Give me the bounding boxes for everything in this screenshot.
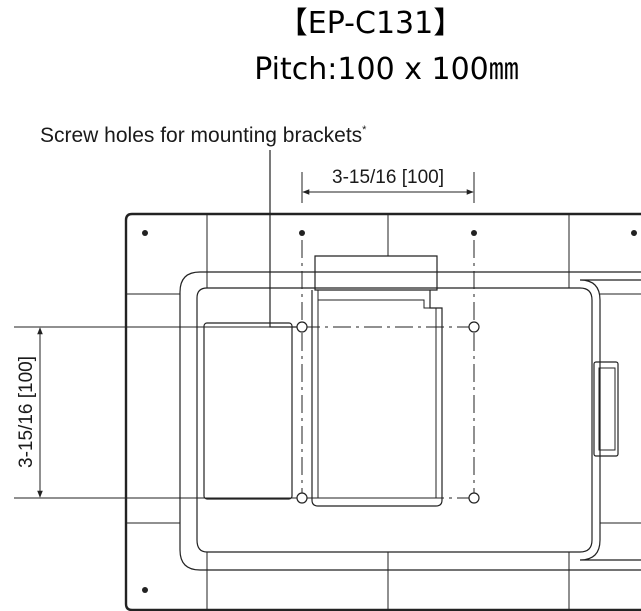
- center-stand-body: [311, 290, 443, 507]
- vertical-dimension: 3-15/16 [100]: [14, 326, 297, 499]
- rear-panel-outer-border: [179, 271, 641, 571]
- pitch-title: Pitch:100 x 100㎜: [254, 52, 519, 87]
- callout-label: Screw holes for mounting brackets*: [40, 124, 367, 147]
- frame-screws: [142, 230, 637, 593]
- right-side-connector: [593, 361, 619, 457]
- horizontal-dimension-label: 3-15/16 [100]: [332, 167, 444, 188]
- callout-marker: *: [362, 124, 367, 136]
- callout-leader-line: [269, 150, 299, 328]
- left-rear-block: [203, 322, 293, 500]
- panel-seams: [126, 214, 641, 610]
- model-title: 【EP-C131】: [277, 6, 464, 41]
- rear-panel-inner-border: [579, 279, 641, 561]
- horizontal-dimension: 3-15/16 [100]: [301, 167, 475, 203]
- center-stand-top: [314, 255, 438, 291]
- center-stand-inner: [317, 299, 437, 499]
- mounting-holes: [296, 321, 480, 504]
- vertical-dimension-label: 3-15/16 [100]: [16, 356, 37, 468]
- rear-panel-inner-left: [196, 287, 593, 553]
- right-side-connector-inner: [598, 367, 616, 451]
- callout-text: Screw holes for mounting brackets: [40, 124, 362, 147]
- hole-centerlines: [301, 240, 475, 500]
- monitor-outer-frame: [124, 212, 641, 611]
